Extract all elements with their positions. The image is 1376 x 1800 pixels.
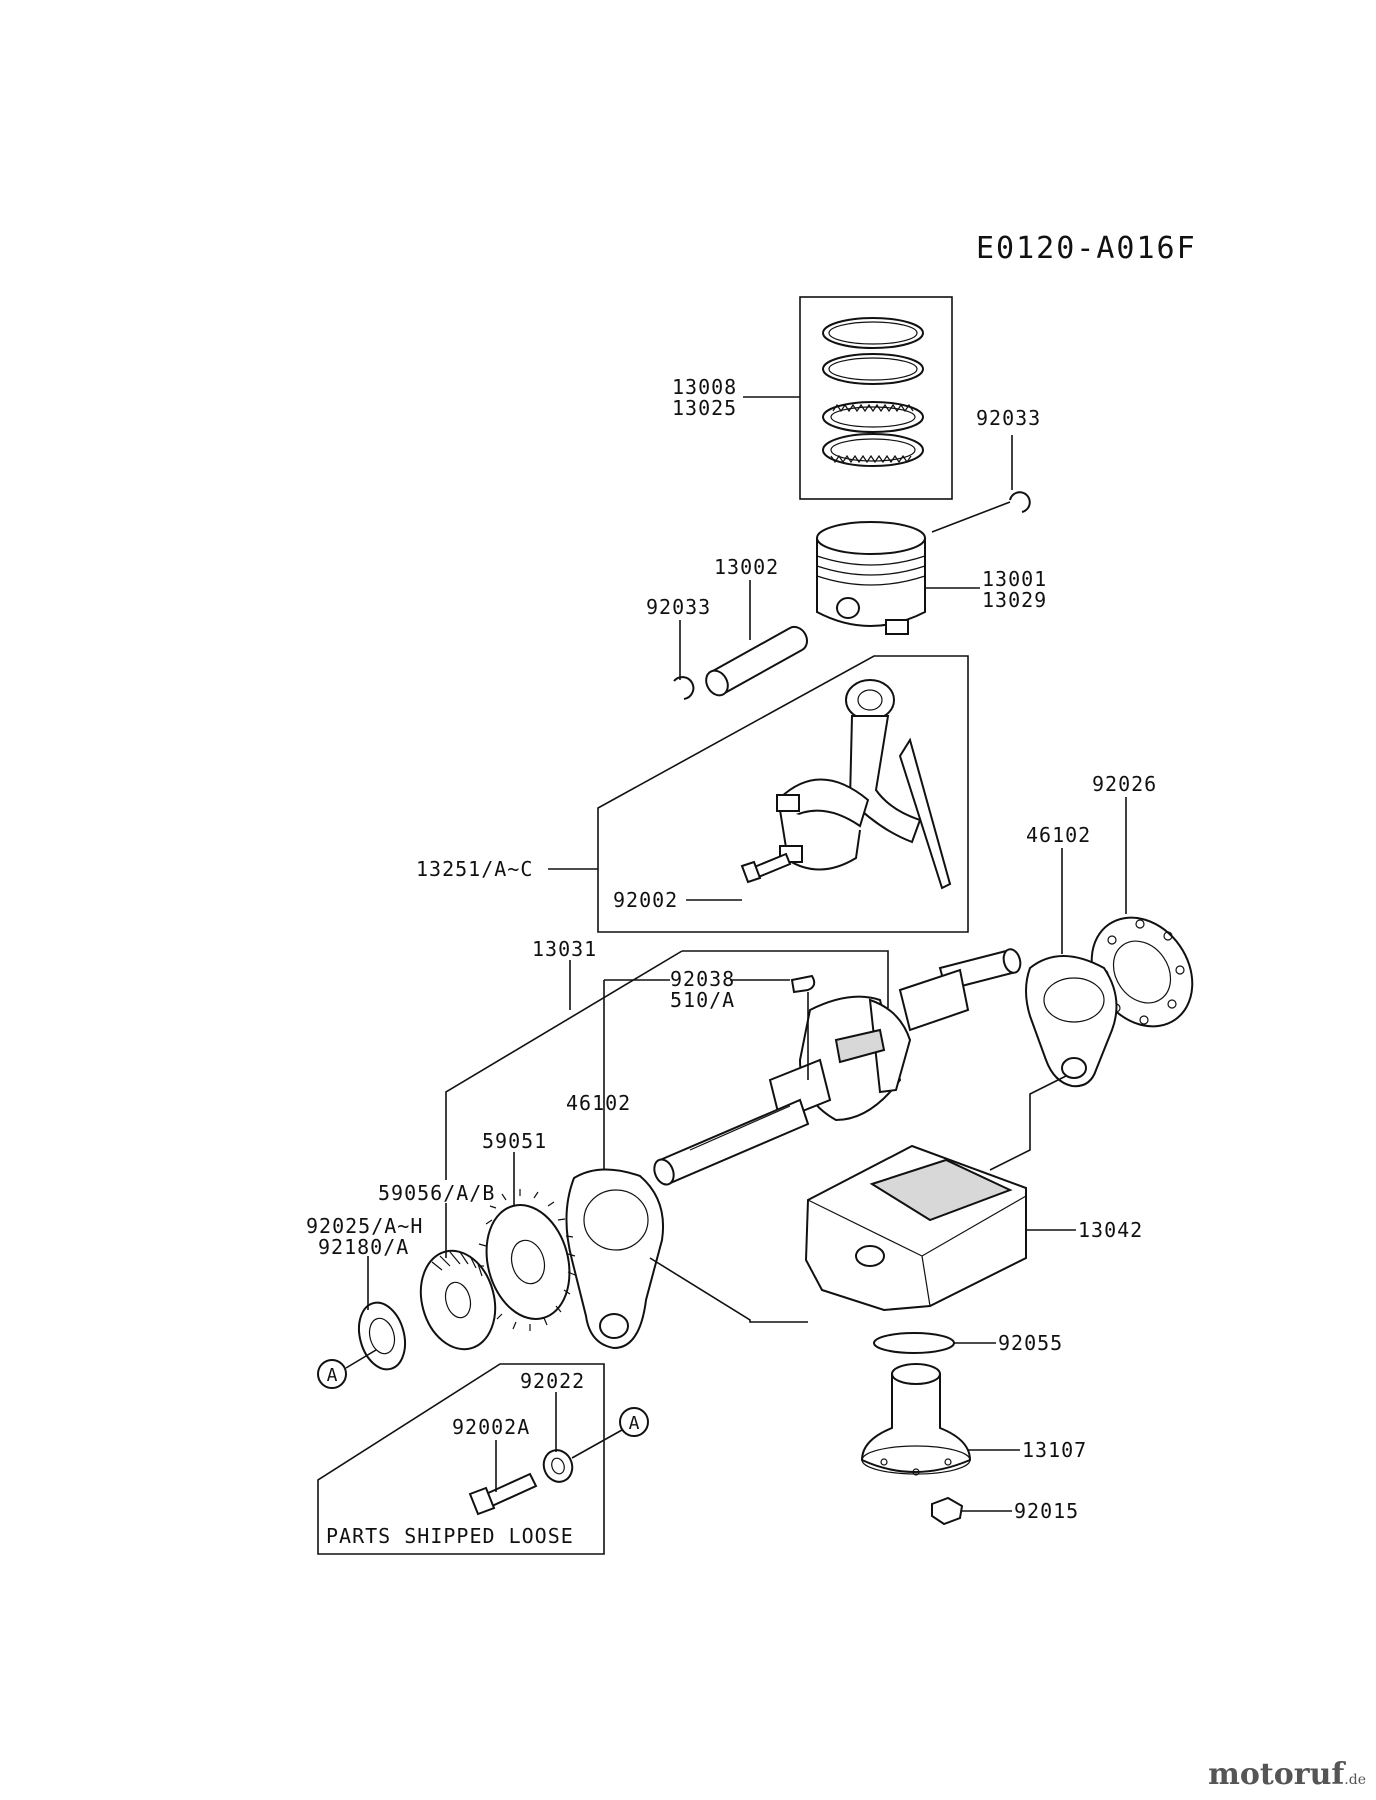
label-92015: 92015 <box>1014 1499 1079 1523</box>
piston-pin <box>705 625 808 697</box>
svg-text:A: A <box>629 1413 640 1434</box>
gear-59051 <box>477 1189 576 1331</box>
bearing-plate-right <box>1025 955 1118 1088</box>
circlip-left <box>673 676 695 700</box>
label-13029: 13029 <box>982 588 1047 612</box>
label-46102-left: 46102 <box>566 1091 631 1115</box>
label-13107: 13107 <box>1022 1438 1087 1462</box>
label-92033-right: 92033 <box>976 406 1041 430</box>
flange-bolt <box>468 1472 538 1516</box>
label-92002a: 92002A <box>452 1415 530 1439</box>
gear-59056 <box>419 1249 497 1351</box>
label-13251: 13251/A~C <box>416 857 533 881</box>
rod-bolt <box>740 852 792 884</box>
label-92055: 92055 <box>998 1331 1063 1355</box>
label-46102-right: 46102 <box>1026 823 1091 847</box>
watermark: motoruf.de <box>1208 1757 1366 1792</box>
ref-marker-a-right: A <box>619 1407 649 1437</box>
label-13002: 13002 <box>714 555 779 579</box>
piston-ring-set <box>799 296 953 500</box>
label-92033-left: 92033 <box>646 595 711 619</box>
label-59051: 59051 <box>482 1129 547 1153</box>
label-92002: 92002 <box>613 888 678 912</box>
o-ring <box>873 1332 955 1354</box>
crankshaft <box>653 948 1022 1186</box>
label-13001: 13001 <box>982 567 1047 591</box>
label-13031: 13031 <box>532 937 597 961</box>
label-92038: 92038 <box>670 967 735 991</box>
circlip-right <box>1009 491 1031 513</box>
label-59056: 59056/A/B <box>378 1181 495 1205</box>
hex-nut <box>931 1496 964 1526</box>
label-13025: 13025 <box>672 396 737 420</box>
label-92026: 92026 <box>1092 772 1157 796</box>
shim-washer <box>357 1301 407 1371</box>
label-92022: 92022 <box>520 1369 585 1393</box>
svg-text:A: A <box>327 1365 338 1386</box>
piston <box>816 521 926 635</box>
parts-shipped-loose-note: PARTS SHIPPED LOOSE <box>326 1524 574 1548</box>
ref-marker-a-left: A <box>317 1359 347 1389</box>
label-510a: 510/A <box>670 988 735 1012</box>
woodruff-key <box>790 974 816 994</box>
label-92025: 92025/A~H <box>306 1214 423 1238</box>
label-13008: 13008 <box>672 375 737 399</box>
bearing-plate-left <box>565 1168 664 1350</box>
connecting-rod <box>776 679 952 890</box>
label-92180: 92180/A <box>318 1235 409 1259</box>
flange-shaft <box>860 1363 972 1476</box>
small-washer <box>542 1449 574 1483</box>
label-13042: 13042 <box>1078 1218 1143 1242</box>
diagram-code: E0120-A016F <box>976 231 1197 266</box>
crankcase-cover <box>804 1144 1027 1312</box>
